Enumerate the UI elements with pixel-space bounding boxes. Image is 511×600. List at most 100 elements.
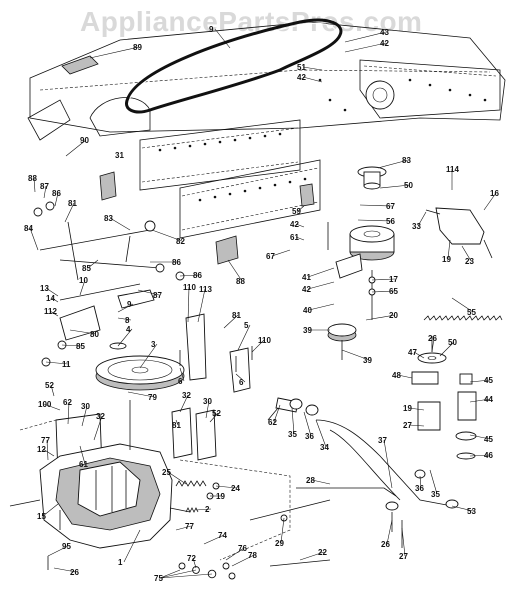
leader-line [53,567,77,573]
callout-42: 42 [297,73,306,82]
leader-line [344,31,387,43]
leader-line [223,314,239,329]
callout-110: 110 [258,336,271,345]
leader-line [209,412,219,423]
callout-80: 80 [90,330,99,339]
leader-line [251,339,265,353]
leader-line [303,411,312,437]
leader-line [451,297,474,313]
leader-line [307,281,335,290]
callout-45: 45 [484,376,493,385]
callout-76: 76 [238,544,247,553]
leader-line [87,259,99,269]
callout-95: 95 [62,542,71,551]
callout-9: 9 [209,25,214,34]
leader-line [271,249,291,257]
callout-61: 61 [79,460,88,469]
callout-2: 2 [205,505,210,514]
leader-line [295,223,305,228]
callout-29: 29 [275,539,284,548]
spring-55 [423,315,503,321]
callout-78: 78 [248,551,257,560]
callout-31: 31 [115,151,124,160]
callout-35: 35 [431,490,440,499]
leader-line [46,439,49,461]
callout-55: 55 [467,308,476,317]
leader-line [377,159,409,169]
callout-48: 48 [392,371,401,380]
leader-line [117,317,132,321]
callout-83: 83 [104,214,113,223]
callout-11: 11 [62,360,71,369]
callout-81: 81 [68,199,77,208]
leader-line [43,185,47,199]
callout-30: 30 [81,402,90,411]
callout-33: 33 [412,222,421,231]
callout-26: 26 [70,568,79,577]
leader-line [50,384,55,397]
leader-line [192,557,197,569]
leader-line [397,374,413,379]
callout-19: 19 [442,255,451,264]
callout-65: 65 [389,287,398,296]
leader-line [42,448,55,457]
callout-17: 17 [389,275,398,284]
leader-line [227,259,243,282]
callout-28: 28 [306,476,315,485]
leader-line [439,341,455,357]
callout-112: 112 [44,307,57,316]
leader-line [302,76,323,83]
transaxle [9,400,191,570]
shift-lever-assembly [33,201,185,367]
leader-line [159,573,213,579]
leader-line [117,303,134,313]
leader-line [205,400,210,419]
callout-36: 36 [305,432,314,441]
leader-line [69,329,97,335]
leader-line [151,229,183,242]
bracket-89 [61,55,99,75]
leader-line [43,403,61,411]
leader-line [179,394,189,413]
callout-89: 89 [133,43,142,52]
callout-1: 1 [118,558,123,567]
bracket-23 [435,207,485,245]
callout-20: 20 [389,311,398,320]
leader-line [81,405,88,427]
callout-19: 19 [403,404,412,413]
leader-line [413,351,425,359]
callout-62: 62 [268,418,277,427]
leader-line [93,415,103,441]
leader-line [344,42,387,53]
callout-13: 13 [40,284,49,293]
leader-line [127,391,155,398]
callout-45: 45 [484,435,493,444]
callout-26: 26 [381,540,390,549]
callout-86: 86 [52,189,61,198]
leader-line [483,192,497,211]
leader-line [89,46,140,59]
callout-12: 12 [37,445,46,454]
leader-line [295,236,305,241]
leader-line [307,267,335,278]
washer-set-75 [178,562,236,580]
callout-50: 50 [404,181,413,190]
callout-114: 114 [446,165,459,174]
leader-line [469,398,491,403]
callout-53: 53 [467,507,476,516]
callout-16: 16 [490,189,499,198]
callout-23: 23 [465,257,474,266]
callout-41: 41 [302,273,311,282]
callout-32: 32 [96,412,105,421]
callout-47: 47 [408,348,417,357]
callout-56: 56 [386,217,395,226]
leader-line [179,274,200,277]
callout-6: 6 [239,378,244,387]
leader-line [197,288,206,323]
leader-line [291,407,295,435]
callout-37: 37 [378,436,387,445]
leader-line [273,404,281,423]
callout-36: 36 [415,484,424,493]
leader-line [175,525,192,531]
